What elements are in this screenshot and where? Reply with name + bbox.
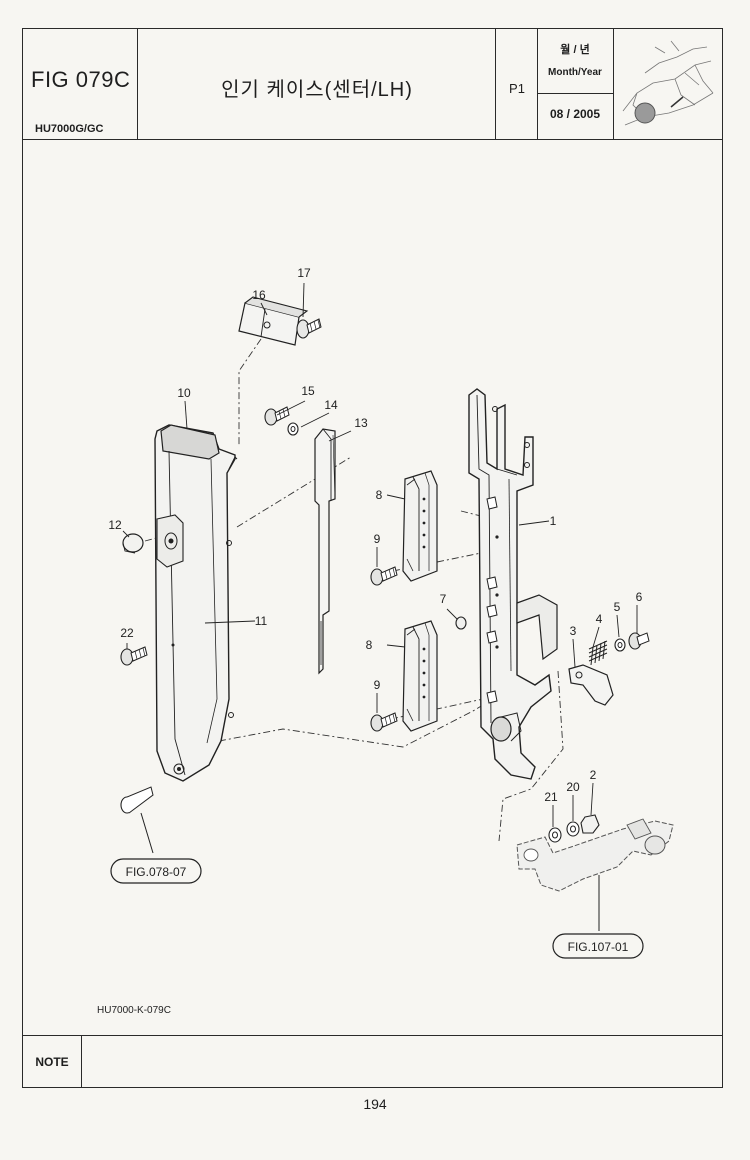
part-1-main-frame: [468, 388, 558, 780]
drawing-code: HU7000-K-079C: [97, 1005, 171, 1016]
page-indicator: P1: [509, 81, 525, 96]
part-20-washer: [566, 821, 580, 837]
callout-9-upper: 9: [374, 532, 381, 546]
page-title: 인기 케이스(센터/LH): [221, 79, 413, 101]
callout-15: 15: [301, 384, 315, 398]
callout-22: 22: [120, 626, 134, 640]
part-16-bracket-plate: [238, 296, 309, 346]
date-box: 월 / 년 Month/Year 08 / 2005: [537, 29, 613, 139]
callout-7: 7: [440, 592, 447, 606]
model-code: HU7000G/GC: [35, 123, 104, 135]
pin-to-fig-078-07: [120, 786, 154, 854]
part-7-pin: [455, 616, 467, 630]
thumbnail-divider: [613, 29, 614, 139]
part-4-spring: [588, 640, 608, 666]
part-13-strap: [314, 428, 336, 675]
callout-20: 20: [566, 780, 580, 794]
callout-6: 6: [636, 590, 643, 604]
machine-thumbnail-icon: [622, 40, 714, 126]
reference-label-right: FIG.107-01: [568, 940, 629, 954]
callout-8-upper: 8: [376, 488, 383, 502]
date-separator: [537, 93, 613, 94]
part-15-bolt: [264, 406, 290, 426]
page-number: 194: [363, 1096, 387, 1112]
part-8-channel-upper: [402, 470, 438, 582]
part-17-bolt: [296, 318, 322, 339]
part-8-channel-lower: [402, 620, 438, 732]
callout-11: 11: [255, 614, 268, 628]
reference-fig-107-01: FIG.107-01: [552, 933, 644, 959]
callout-9-lower: 9: [374, 678, 381, 692]
callout-3: 3: [570, 624, 577, 638]
callout-14: 14: [324, 398, 338, 412]
figure-code: FIG 079C: [31, 67, 131, 92]
part-5-washer: [614, 638, 626, 652]
callout-17: 17: [297, 266, 311, 280]
exploded-parts-diagram: 17 16 10 15 14 13 8 9 1 12 11 7 8 22 9 4…: [97, 266, 674, 1016]
date-value: 08 / 2005: [549, 107, 601, 121]
drawing-sheet: FIG 079C HU7000G/GC 인기 케이스(센터/LH) P1 월 /…: [22, 28, 723, 1088]
callout-13: 13: [354, 416, 368, 430]
part-10-11-case-cover: [154, 424, 238, 782]
part-9-bolt-upper: [370, 566, 398, 586]
callout-8-lower: 8: [366, 638, 373, 652]
callout-10: 10: [177, 386, 191, 400]
note-label: NOTE: [23, 1036, 82, 1088]
callout-21: 21: [544, 790, 558, 804]
date-label-korean: 월 / 년: [560, 44, 590, 56]
part-9-bolt-lower: [370, 712, 398, 732]
callout-2: 2: [590, 768, 597, 782]
page-divider: [495, 29, 496, 139]
title-block: FIG 079C HU7000G/GC 인기 케이스(센터/LH) P1 월 /…: [23, 29, 722, 140]
callout-12: 12: [108, 518, 122, 532]
callout-5: 5: [614, 600, 621, 614]
date-divider: [537, 29, 538, 139]
title-divider: [137, 29, 138, 139]
part-6-bolt: [628, 632, 650, 650]
part-21-washer: [548, 827, 562, 843]
part-3-lever-plate: [568, 664, 614, 706]
part-2-nut: [580, 814, 600, 834]
reference-fig-078-07: FIG.078-07: [110, 858, 202, 884]
pedal-linkage-fig-107-01: [516, 818, 674, 931]
callout-1: 1: [550, 514, 557, 528]
callout-4: 4: [596, 612, 603, 626]
date-label-english: Month/Year: [548, 67, 602, 78]
callout-numbers: 17 16 10 15 14 13 8 9 1 12 11 7 8 22 9 4…: [108, 266, 642, 804]
part-14-washer: [287, 422, 299, 436]
part-12-plug: [122, 533, 144, 554]
callout-16: 16: [252, 288, 266, 302]
leader-lines: [122, 282, 638, 827]
reference-label-left: FIG.078-07: [126, 865, 187, 879]
note-row: NOTE: [23, 1035, 722, 1088]
